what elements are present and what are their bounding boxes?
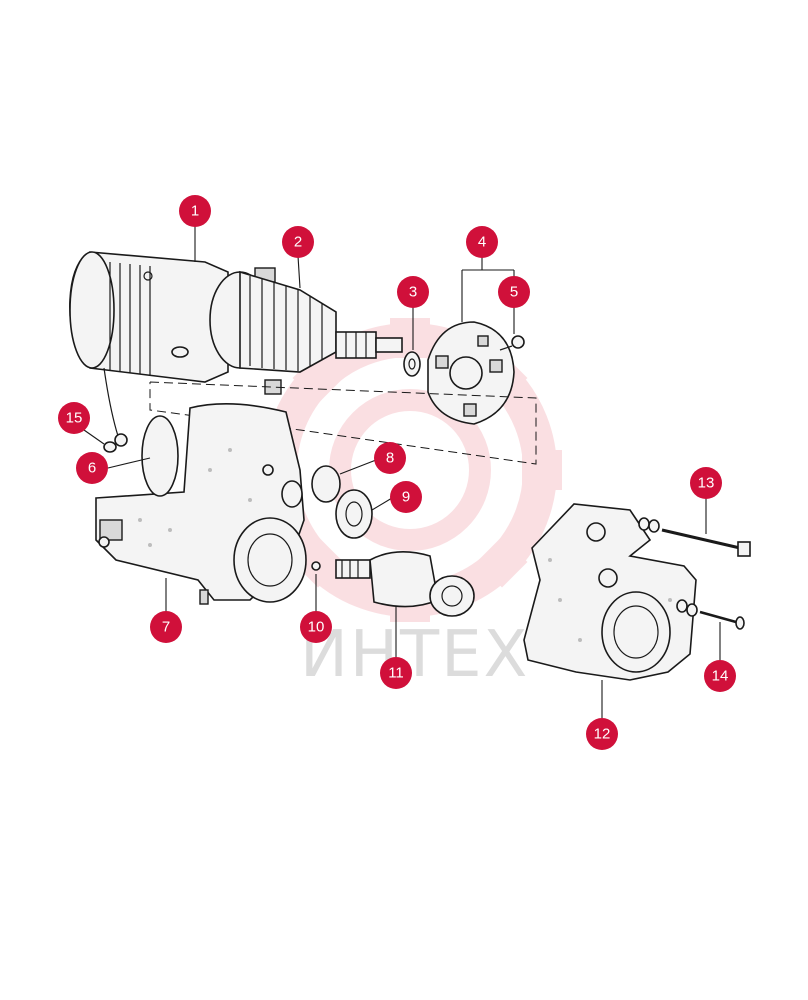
callout-6[interactable]: 6 — [76, 452, 108, 484]
callout-label-15: 15 — [66, 410, 83, 427]
callout-label-2: 2 — [294, 234, 302, 251]
callouts: 1 2 3 4 5 15 6 8 — [58, 195, 736, 750]
callout-11[interactable]: 11 — [380, 657, 412, 689]
callout-label-13: 13 — [698, 475, 715, 492]
part-washer — [403, 351, 421, 377]
callout-13[interactable]: 13 — [690, 467, 722, 499]
callout-2[interactable]: 2 — [282, 226, 314, 258]
callout-14[interactable]: 14 — [704, 660, 736, 692]
part-screw-5 — [499, 335, 525, 351]
part-ball — [311, 561, 321, 571]
watermark-text: ИНТЕХ — [300, 618, 529, 692]
callout-12[interactable]: 12 — [586, 718, 618, 750]
part-brush-holder — [427, 321, 515, 425]
callout-label-11: 11 — [388, 665, 404, 682]
part-mounting-flange — [523, 503, 697, 681]
callout-7[interactable]: 7 — [150, 611, 182, 643]
callout-label-1: 1 — [191, 203, 199, 220]
callout-label-3: 3 — [409, 284, 417, 301]
callout-5[interactable]: 5 — [498, 276, 530, 308]
callout-8[interactable]: 8 — [374, 442, 406, 474]
callout-label-4: 4 — [478, 234, 486, 251]
part-screw-14 — [676, 599, 745, 630]
part-yoke — [69, 251, 276, 447]
callout-label-12: 12 — [594, 726, 611, 743]
callout-3[interactable]: 3 — [397, 276, 429, 308]
part-small-washer — [103, 441, 117, 453]
callout-label-7: 7 — [162, 619, 170, 636]
callout-label-5: 5 — [510, 284, 518, 301]
leader-lines — [83, 225, 721, 718]
callout-label-10: 10 — [308, 619, 325, 636]
part-gears — [281, 465, 373, 539]
part-armature — [209, 270, 403, 395]
callout-1[interactable]: 1 — [179, 195, 211, 227]
callout-label-14: 14 — [712, 668, 729, 685]
part-pinion-clutch — [335, 551, 475, 617]
assembly-outline — [149, 381, 537, 465]
callout-9[interactable]: 9 — [390, 481, 422, 513]
callout-10[interactable]: 10 — [300, 611, 332, 643]
part-long-bolt — [638, 517, 751, 557]
part-drive-housing — [95, 403, 307, 605]
callout-15[interactable]: 15 — [58, 402, 90, 434]
callout-label-8: 8 — [386, 450, 394, 467]
callout-label-6: 6 — [88, 460, 96, 477]
callout-label-9: 9 — [402, 489, 410, 506]
callout-4[interactable]: 4 — [466, 226, 498, 258]
